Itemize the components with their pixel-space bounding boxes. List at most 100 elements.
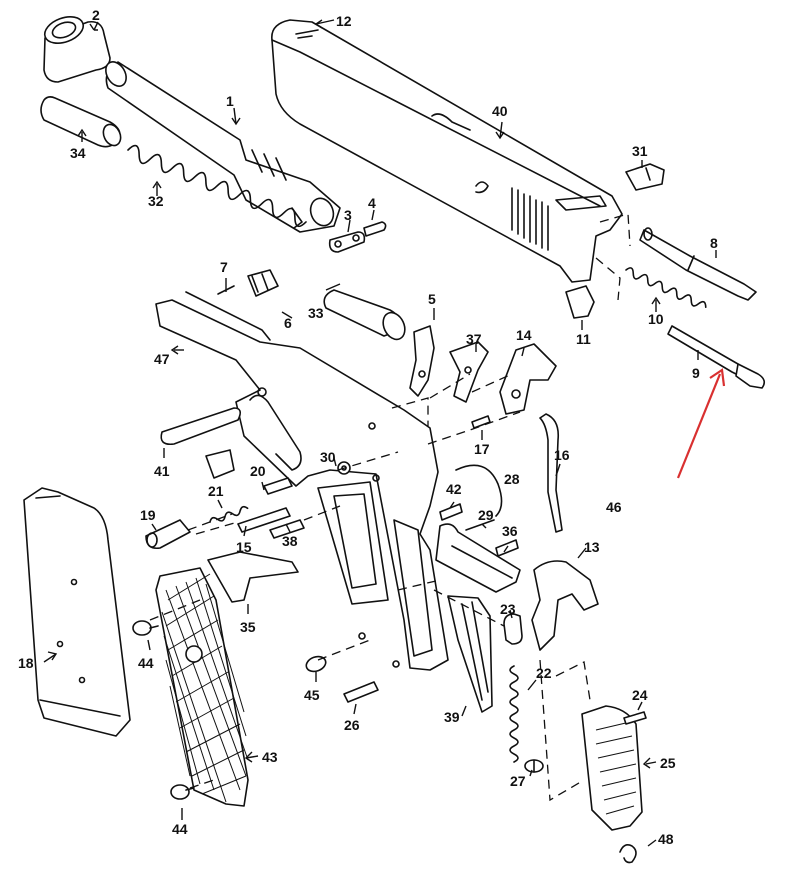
- part-16-strut: [539, 413, 563, 533]
- part-grip-screw-lower: [170, 784, 195, 800]
- label-part-7: 7: [220, 259, 228, 275]
- label-part-9: 9: [692, 365, 700, 381]
- label-part-12: 12: [336, 13, 352, 29]
- part-mainspring-housing-pin: [247, 269, 279, 297]
- part-grip-safety: [531, 560, 599, 651]
- part-firing-pin: [639, 227, 757, 301]
- label-part-3: 3: [344, 207, 352, 223]
- label-part-8: 8: [710, 235, 718, 251]
- label-part-42: 42: [446, 481, 462, 497]
- label-part-21: 21: [208, 483, 224, 499]
- part-grip-screw-upper: [132, 620, 159, 636]
- assembly-line-slide-a: [599, 213, 631, 247]
- label-part-15: 15: [236, 539, 252, 555]
- label-part-26: 26: [344, 717, 360, 733]
- part-29-pin: [465, 519, 495, 531]
- part-slide-stop: [160, 407, 242, 479]
- label-part-2: 2: [92, 7, 100, 23]
- part-28-spring-wire: [455, 464, 503, 517]
- red-pointer-shaft: [676, 373, 722, 479]
- label-part-38: 38: [282, 533, 298, 549]
- part-hammer: [499, 343, 557, 415]
- label-part-17: 17: [474, 441, 490, 457]
- label-part-24: 24: [632, 687, 648, 703]
- part-trigger: [435, 523, 521, 593]
- label-part-10: 10: [648, 311, 664, 327]
- part-17-pin: [471, 415, 491, 429]
- part-45-bushing: [305, 655, 327, 673]
- label-part-48: 48: [658, 831, 674, 847]
- label-part-39: 39: [444, 709, 460, 725]
- label-part-25: 25: [660, 755, 676, 771]
- part-recoil-spring: [127, 144, 307, 228]
- part-rear-sight: [625, 163, 665, 191]
- label-part-19: 19: [140, 507, 156, 523]
- assembly-line-slide-b: [595, 257, 621, 301]
- part-firing-pin-spring: [625, 267, 707, 308]
- part-9-rod: [667, 325, 766, 389]
- part-magazine: [23, 487, 131, 737]
- part-thumb-safety: [207, 551, 299, 603]
- part-24-pin: [623, 711, 647, 725]
- part-sear-spring: [447, 595, 493, 713]
- part-48-clip: [619, 844, 637, 864]
- assembly-lines: [149, 373, 591, 802]
- part-recoil-spring-plug: [40, 96, 122, 148]
- label-part-31: 31: [632, 143, 648, 159]
- label-part-36: 36: [502, 523, 518, 539]
- part-barrel: [105, 61, 341, 233]
- label-part-28: 28: [504, 471, 520, 487]
- label-part-6: 6: [284, 315, 292, 331]
- part-frame: [155, 291, 449, 671]
- part-23-cap: [503, 613, 523, 645]
- label-part-41: 41: [154, 463, 170, 479]
- label-part-23: 23: [500, 601, 516, 617]
- label-part-22: 22: [536, 665, 552, 681]
- label-part-30: 30: [320, 449, 336, 465]
- part-21-spring: [209, 505, 249, 523]
- label-part-27: 27: [510, 773, 526, 789]
- part-link-pin: [363, 221, 387, 237]
- label-part-40: 40: [492, 103, 508, 119]
- part-labels: 2 1 34 32 3 4 12 40 31 8 10 9 11 7 6 33 …: [18, 7, 718, 847]
- part-magazine-catch: [145, 519, 191, 550]
- part-barrel-link: [328, 231, 366, 253]
- label-part-5: 5: [428, 291, 436, 307]
- label-part-43: 43: [262, 749, 278, 765]
- red-pointer-arrow: [676, 368, 726, 479]
- label-part-29: 29: [478, 507, 494, 523]
- part-15-pin: [237, 507, 291, 533]
- part-sear: [409, 325, 435, 397]
- part-slide: [271, 19, 623, 283]
- label-part-37: 37: [466, 331, 482, 347]
- label-part-44-lower: 44: [172, 821, 188, 837]
- label-part-35: 35: [240, 619, 256, 635]
- part-42-pin: [439, 503, 463, 521]
- label-part-47: 47: [154, 351, 170, 367]
- label-part-20: 20: [250, 463, 266, 479]
- label-part-16: 16: [554, 447, 570, 463]
- part-mainspring-housing: [581, 705, 643, 831]
- label-part-4: 4: [368, 195, 376, 211]
- label-part-33: 33: [308, 305, 324, 321]
- part-27-seat: [524, 759, 544, 773]
- label-part-18: 18: [18, 655, 34, 671]
- label-part-44-upper: 44: [138, 655, 154, 671]
- label-part-34: 34: [70, 145, 86, 161]
- part-mainspring: [509, 665, 519, 763]
- red-pointer-head: [709, 368, 726, 387]
- label-part-11: 11: [576, 331, 591, 347]
- part-20-pin: [263, 477, 293, 495]
- part-grip-panel-left: [155, 567, 249, 807]
- label-part-46: 46: [606, 499, 622, 515]
- label-part-1: 1: [226, 93, 234, 109]
- label-part-14: 14: [516, 327, 532, 343]
- part-recoil-spring-guide: [323, 289, 406, 341]
- part-extractor: [565, 285, 595, 319]
- part-38-pin: [269, 519, 305, 539]
- part-37-lever: [449, 341, 489, 403]
- part-26-pin: [343, 681, 379, 703]
- label-part-32: 32: [148, 193, 164, 209]
